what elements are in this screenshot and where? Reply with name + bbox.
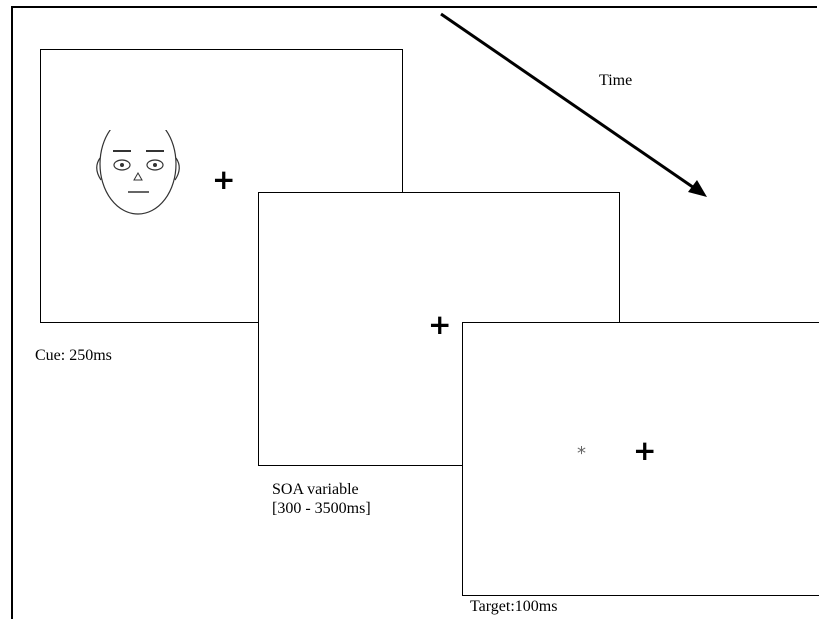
time-label: Time — [599, 71, 632, 90]
cue-caption: Cue: 250ms — [35, 346, 112, 365]
soa-caption-line-1: SOA variable — [272, 480, 371, 499]
cue-caption-line: Cue: 250ms — [35, 346, 112, 365]
time-arrow-head — [688, 180, 707, 197]
target-caption: Target:100ms — [470, 597, 557, 616]
fixation-cross: + — [428, 311, 451, 339]
soa-caption-line-2: [300 - 3500ms] — [272, 499, 371, 518]
target-screen: * + — [462, 322, 819, 596]
fixation-cross: + — [212, 166, 235, 194]
face-icon — [96, 130, 196, 230]
fixation-cross: + — [633, 437, 656, 465]
target-caption-line: Target:100ms — [470, 597, 557, 616]
target-asterisk: * — [577, 445, 586, 463]
time-arrow-line — [441, 14, 700, 192]
soa-caption: SOA variable [300 - 3500ms] — [272, 480, 371, 518]
